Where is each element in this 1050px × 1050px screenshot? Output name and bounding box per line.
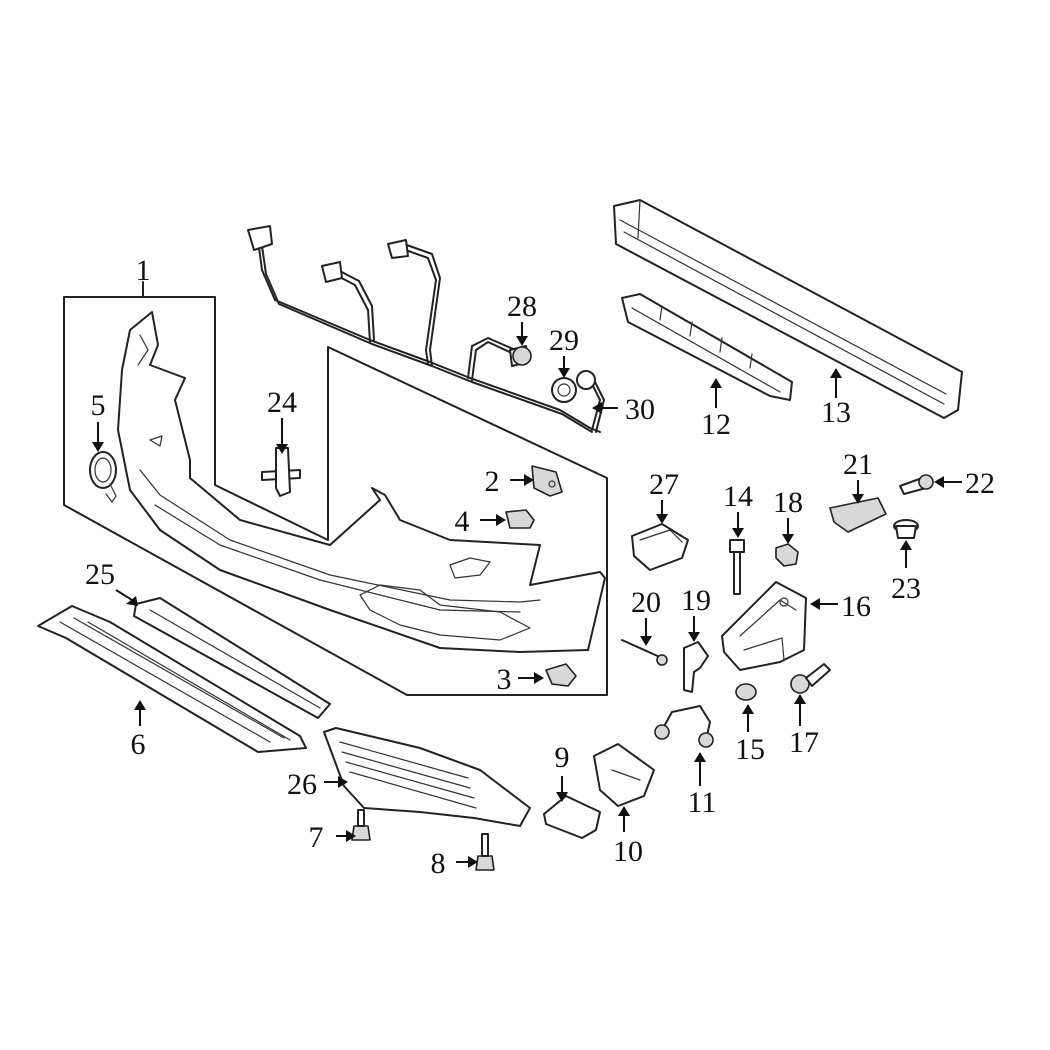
part-28-connector[interactable] <box>512 346 532 366</box>
part-25-strip[interactable] <box>133 597 331 719</box>
callout-26: 26 <box>287 768 317 801</box>
part-27-sensor[interactable] <box>631 523 689 571</box>
callout-12: 12 <box>701 408 731 441</box>
callout-13: 13 <box>821 396 851 429</box>
callout-27: 27 <box>649 468 679 501</box>
callout-8: 8 <box>431 847 446 880</box>
callout-6: 6 <box>131 728 146 761</box>
callout-4: 4 <box>455 505 470 538</box>
callout-28: 28 <box>507 290 537 323</box>
callout-1: 1 <box>136 254 151 287</box>
callout-2: 2 <box>485 465 500 498</box>
bumper-cover[interactable] <box>117 311 606 653</box>
leader-arrows <box>92 322 962 868</box>
part-9-cap[interactable] <box>543 795 601 839</box>
part-30-wiring-harness[interactable] <box>247 225 605 433</box>
callout-19: 19 <box>681 584 711 617</box>
bumper-group-box <box>63 281 608 696</box>
part-10-bracket[interactable] <box>593 743 655 807</box>
part-23-clip[interactable] <box>893 519 919 539</box>
part-22-bolt[interactable] <box>899 474 934 495</box>
part-29-grommet[interactable] <box>551 377 577 403</box>
part-2-bracket[interactable] <box>531 465 563 497</box>
part-5-ring[interactable] <box>89 451 117 503</box>
part-3-bracket[interactable] <box>545 663 577 687</box>
part-14-bolt[interactable] <box>729 539 745 595</box>
callout-25: 25 <box>85 558 115 591</box>
callout-11: 11 <box>688 786 717 819</box>
part-20-screw[interactable] <box>621 639 668 666</box>
part-15-nut[interactable] <box>735 683 757 701</box>
callout-22: 22 <box>965 467 995 500</box>
callout-21: 21 <box>843 448 873 481</box>
callout-20: 20 <box>631 586 661 619</box>
callout-labels: 1 2 3 4 5 6 7 8 9 10 11 12 13 14 15 16 1… <box>85 254 995 880</box>
part-21-bracket[interactable] <box>829 497 887 533</box>
callout-3: 3 <box>497 663 512 696</box>
callout-30: 30 <box>625 393 655 426</box>
part-18-nut[interactable] <box>775 543 799 567</box>
callout-29: 29 <box>549 324 579 357</box>
callout-10: 10 <box>613 835 643 868</box>
part-11-harness[interactable] <box>654 705 714 748</box>
part-12-absorber[interactable] <box>621 293 793 401</box>
part-13-reinforcement[interactable] <box>613 199 963 419</box>
callout-14: 14 <box>723 480 753 513</box>
part-7-bolt[interactable] <box>351 809 371 841</box>
callout-16: 16 <box>841 590 871 623</box>
part-24-clip[interactable] <box>261 447 301 497</box>
callout-5: 5 <box>91 389 106 422</box>
callout-17: 17 <box>789 726 819 759</box>
part-8-bolt[interactable] <box>475 833 495 871</box>
callout-18: 18 <box>773 486 803 519</box>
part-17-bolt[interactable] <box>790 663 831 694</box>
callout-24: 24 <box>267 386 297 419</box>
part-6-underbody-shield[interactable] <box>37 605 307 753</box>
callout-7: 7 <box>309 821 324 854</box>
part-19-bracket[interactable] <box>683 641 709 693</box>
callout-23: 23 <box>891 572 921 605</box>
callout-15: 15 <box>735 733 765 766</box>
callout-9: 9 <box>555 741 570 774</box>
part-4-bracket[interactable] <box>505 509 535 529</box>
part-26-grille[interactable] <box>323 727 531 827</box>
part-16-bracket[interactable] <box>721 581 807 671</box>
